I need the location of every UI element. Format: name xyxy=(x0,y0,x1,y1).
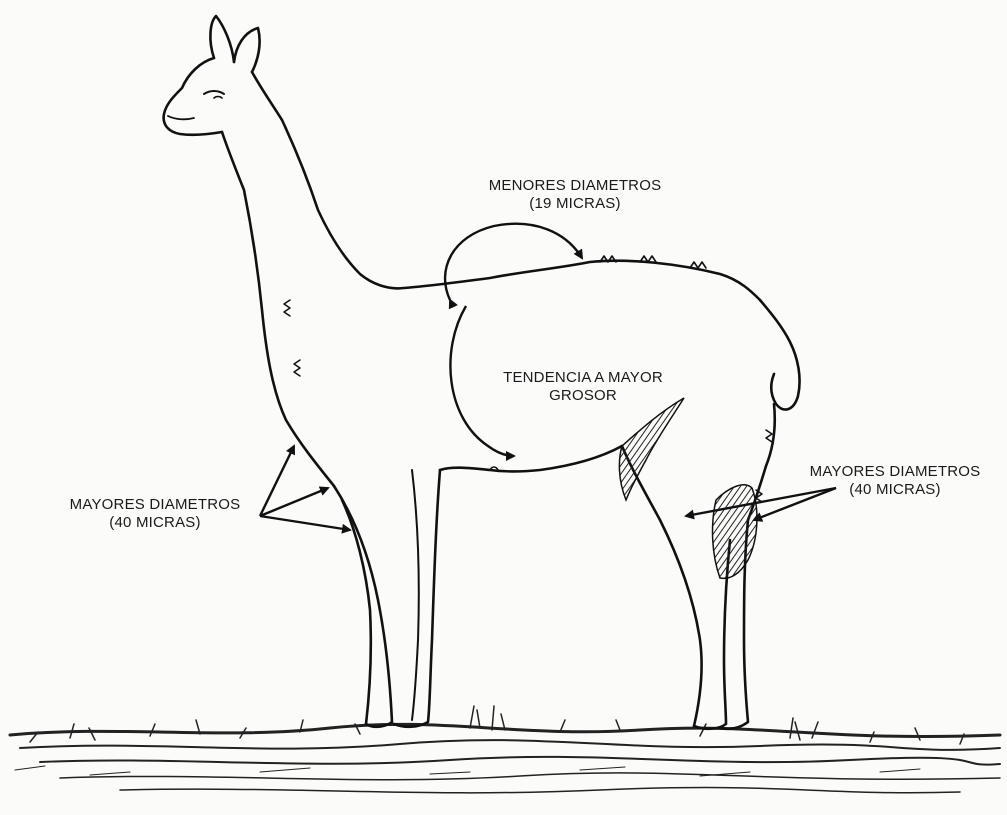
label-tendencia-line2: GROSOR xyxy=(478,387,688,405)
hatched-flank xyxy=(619,398,684,500)
label-mayores-left: MAYORES DIAMETROS (40 MICRAS) xyxy=(50,496,260,532)
hatched-hind-thigh xyxy=(713,485,757,579)
label-menores-line1: MENORES DIAMETROS xyxy=(470,177,680,195)
label-mayores-left-line1: MAYORES DIAMETROS xyxy=(50,496,260,514)
label-mayores-right: MAYORES DIAMETROS (40 MICRAS) xyxy=(790,463,1000,499)
ground-grass xyxy=(10,706,1000,793)
label-mayores-right-line2: (40 MICRAS) xyxy=(790,481,1000,499)
label-tendencia-line1: TENDENCIA A MAYOR xyxy=(478,369,688,387)
label-mayores-left-line2: (40 MICRAS) xyxy=(50,514,260,532)
label-menores-line2: (19 MICRAS) xyxy=(470,195,680,213)
label-tendencia: TENDENCIA A MAYOR GROSOR xyxy=(478,369,688,405)
label-menores-diametros: MENORES DIAMETROS (19 MICRAS) xyxy=(470,177,680,213)
curved-arrow-back xyxy=(445,224,582,300)
label-mayores-right-line1: MAYORES DIAMETROS xyxy=(790,463,1000,481)
